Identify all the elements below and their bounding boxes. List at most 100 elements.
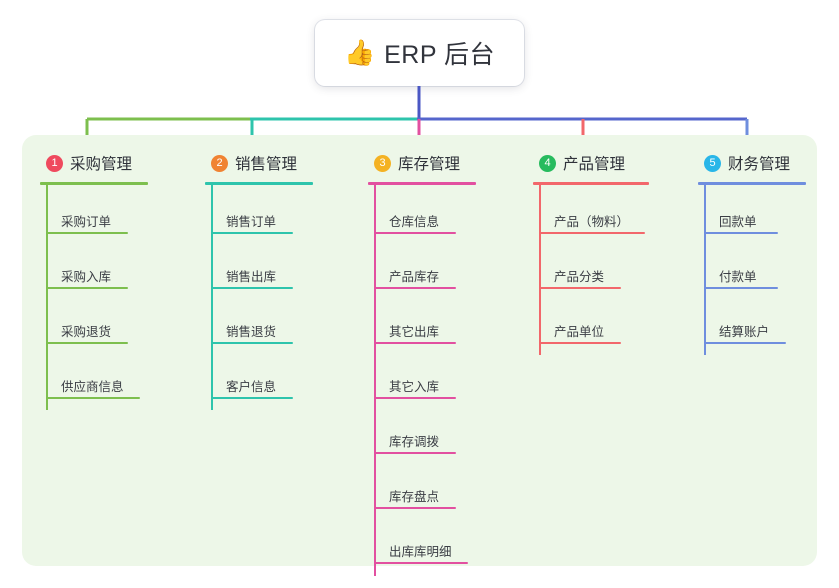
branch-header-2[interactable]: 2 销售管理 <box>205 150 313 176</box>
branch-item-rule <box>374 287 456 289</box>
branch-item-label: 产品（物料） <box>554 215 630 229</box>
branch-header-rule <box>205 182 313 185</box>
branch-column-4[interactable]: 4 产品管理产品（物料） 产品分类产品单位 <box>533 150 649 355</box>
branch-item[interactable]: 其它出库 <box>368 295 476 350</box>
branch-title: 产品管理 <box>563 156 626 173</box>
branch-header-rule <box>533 182 649 185</box>
branch-number-badge: 4 <box>539 154 556 172</box>
branch-item-list: 回款单付款单结算账户 <box>698 185 806 355</box>
branch-item-rule <box>704 287 778 289</box>
branch-header-5[interactable]: 5 财务管理 <box>698 150 806 176</box>
branch-item[interactable]: 结算账户 <box>698 295 806 350</box>
branch-item-label: 采购入库 <box>61 270 112 284</box>
branch-item-rule <box>539 342 621 344</box>
branch-item-label: 结算账户 <box>719 325 770 339</box>
branch-column-5[interactable]: 5 财务管理回款单付款单结算账户 <box>698 150 806 355</box>
branch-item-rule <box>374 232 456 234</box>
branch-item-label: 客户信息 <box>226 380 277 394</box>
branch-title: 库存管理 <box>398 156 461 173</box>
branch-number-badge: 5 <box>704 154 721 172</box>
branch-item[interactable]: 库存调拨 <box>368 405 476 460</box>
branch-item-label: 回款单 <box>719 215 757 229</box>
branch-item-label: 销售出库 <box>226 270 277 284</box>
branch-item[interactable]: 付款单 <box>698 240 806 295</box>
branch-item-label: 采购退货 <box>61 325 112 339</box>
branch-spine <box>211 185 213 410</box>
branch-item[interactable]: 仓库信息 <box>368 185 476 240</box>
branch-spine <box>539 185 541 355</box>
branch-item-label: 付款单 <box>719 270 757 284</box>
branch-item-label: 仓库信息 <box>389 215 440 229</box>
branch-item-label: 出库库明细 <box>389 545 452 559</box>
branch-item[interactable]: 销售订单 <box>205 185 313 240</box>
branch-item-rule <box>374 342 456 344</box>
branch-item[interactable]: 回款单 <box>698 185 806 240</box>
branch-item-rule <box>539 232 645 234</box>
branch-item-rule <box>46 342 128 344</box>
branch-item[interactable]: 采购退货 <box>40 295 148 350</box>
branch-spine <box>704 185 706 355</box>
branch-item-label: 销售退货 <box>226 325 277 339</box>
branch-item-rule <box>46 232 128 234</box>
branch-item-list: 销售订单销售出库销售退货客户信息 <box>205 185 313 410</box>
branch-number-badge: 2 <box>211 154 228 172</box>
branch-item-rule <box>374 397 456 399</box>
branch-header-3[interactable]: 3 库存管理 <box>368 150 476 176</box>
branch-header-4[interactable]: 4 产品管理 <box>533 150 649 176</box>
branch-title: 财务管理 <box>728 156 791 173</box>
branch-spine <box>374 185 376 576</box>
branch-item[interactable]: 销售出库 <box>205 240 313 295</box>
branch-item-label: 库存调拨 <box>389 435 440 449</box>
branch-item[interactable]: 供应商信息 <box>40 350 148 405</box>
branch-header-rule <box>40 182 148 185</box>
branch-item[interactable]: 采购订单 <box>40 185 148 240</box>
root-node-card[interactable]: 👍 ERP 后台 <box>315 20 524 86</box>
branch-spine <box>46 185 48 410</box>
branch-item-rule <box>211 397 293 399</box>
branch-item[interactable]: 出库库明细 <box>368 515 476 570</box>
branch-item[interactable]: 销售退货 <box>205 295 313 350</box>
branch-header-1[interactable]: 1 采购管理 <box>40 150 148 176</box>
branch-item-rule <box>704 232 778 234</box>
branch-item-list: 采购订单采购入库采购退货供应商信息 <box>40 185 148 410</box>
branch-item[interactable]: 产品单位 <box>533 295 649 350</box>
branch-header-rule <box>368 182 476 185</box>
branch-column-2[interactable]: 2 销售管理销售订单销售出库销售退货客户信息 <box>205 150 313 410</box>
branch-item[interactable]: 其它入库 <box>368 350 476 405</box>
branch-item[interactable]: 产品库存 <box>368 240 476 295</box>
branch-item-label: 销售订单 <box>226 215 277 229</box>
branch-item-label: 采购订单 <box>61 215 112 229</box>
branch-column-3[interactable]: 3 库存管理仓库信息产品库存其它出库其它入库库存调拨库存盘点出库库明细 <box>368 150 476 576</box>
branch-item-rule <box>374 562 468 564</box>
branch-item-rule <box>211 232 293 234</box>
branch-item-list: 产品（物料） 产品分类产品单位 <box>533 185 649 355</box>
branch-item-rule <box>46 397 140 399</box>
branch-item-label: 其它入库 <box>389 380 440 394</box>
branch-title: 销售管理 <box>235 156 298 173</box>
branch-item[interactable]: 库存盘点 <box>368 460 476 515</box>
branch-item-label: 产品单位 <box>554 325 605 339</box>
branch-item-label: 供应商信息 <box>61 380 124 394</box>
branch-title: 采购管理 <box>70 156 133 173</box>
branch-item[interactable]: 客户信息 <box>205 350 313 405</box>
thumbs-up-icon: 👍 <box>343 38 376 67</box>
branch-item-rule <box>374 507 456 509</box>
branch-item-rule <box>539 287 621 289</box>
branch-item-rule <box>46 287 128 289</box>
branch-number-badge: 1 <box>46 154 63 172</box>
branch-item[interactable]: 产品分类 <box>533 240 649 295</box>
root-node-label: ERP 后台 <box>384 41 496 69</box>
branch-item-rule <box>211 287 293 289</box>
branch-item[interactable]: 采购入库 <box>40 240 148 295</box>
branch-item-label: 产品库存 <box>389 270 440 284</box>
branches-panel <box>22 135 817 566</box>
branch-item-rule <box>704 342 786 344</box>
branch-number-badge: 3 <box>374 154 391 172</box>
branch-item-list: 仓库信息产品库存其它出库其它入库库存调拨库存盘点出库库明细 <box>368 185 476 576</box>
branch-item-rule <box>374 452 456 454</box>
branch-column-1[interactable]: 1 采购管理采购订单采购入库采购退货供应商信息 <box>40 150 148 410</box>
branch-item[interactable]: 产品（物料） <box>533 185 649 240</box>
branch-item-label: 库存盘点 <box>389 490 440 504</box>
branch-header-rule <box>698 182 806 185</box>
